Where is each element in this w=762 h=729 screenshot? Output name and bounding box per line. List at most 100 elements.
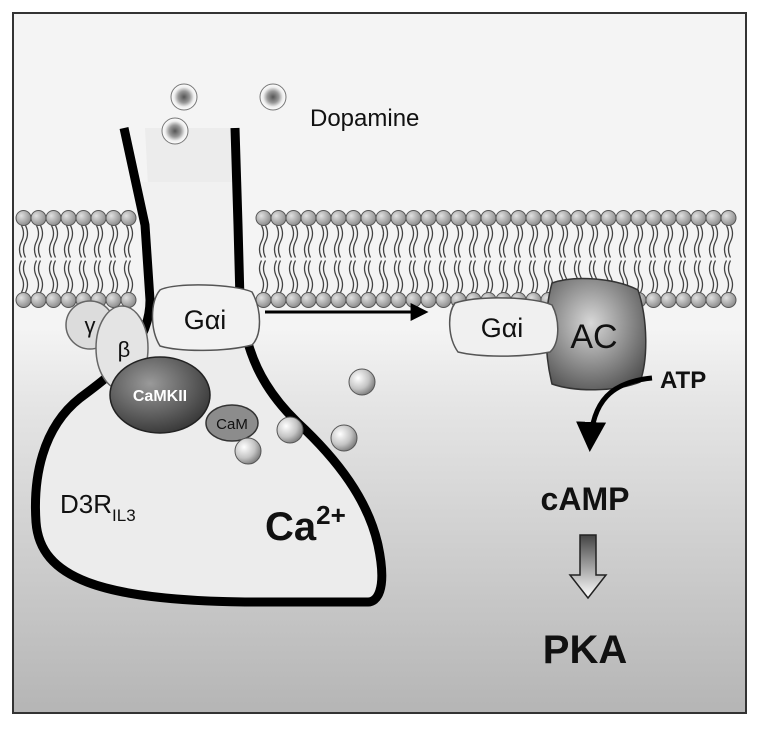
- lipid-head: [15, 210, 32, 226]
- lipid-tail: [468, 225, 479, 293]
- lipid-tail: [258, 225, 269, 293]
- lipid-head: [480, 210, 497, 226]
- lipid-head: [540, 210, 557, 226]
- lipid-head: [345, 210, 362, 226]
- g-alpha-ac: [449, 297, 559, 357]
- lipid-head: [60, 292, 77, 308]
- lipid-tail: [648, 225, 659, 293]
- lipid-tail: [498, 225, 509, 293]
- lipid-head: [675, 210, 692, 226]
- lipid-head: [690, 292, 707, 308]
- lipid-head: [405, 292, 422, 308]
- lipid-tail: [123, 225, 134, 293]
- lipid-head: [720, 210, 737, 226]
- lipid-head: [570, 210, 587, 226]
- camkii: [109, 356, 211, 434]
- lipid-tail: [348, 225, 359, 293]
- lipid-head: [405, 210, 422, 226]
- lipid-head: [105, 292, 122, 308]
- lipid-head: [720, 292, 737, 308]
- lipid-head: [510, 210, 527, 226]
- lipid-tail: [48, 225, 59, 293]
- lipid-head: [270, 292, 287, 308]
- lipid-tail: [723, 225, 734, 293]
- lipid-tail: [678, 225, 689, 293]
- lipid-head: [660, 210, 677, 226]
- dopamine-molecule: [259, 83, 287, 111]
- lipid-head: [105, 210, 122, 226]
- lipid-head: [360, 292, 377, 308]
- lipid-tail: [303, 225, 314, 293]
- lipid-head: [705, 210, 722, 226]
- g-alpha-receptor: [151, 284, 261, 352]
- cam: [205, 404, 259, 442]
- lipid-tail: [63, 225, 74, 293]
- lipid-head: [420, 292, 437, 308]
- lipid-tail: [543, 225, 554, 293]
- lipid-head: [450, 210, 467, 226]
- camkii-label: CaMKII: [133, 388, 187, 405]
- calcium-label: Ca2+: [265, 500, 346, 549]
- lipid-head: [120, 210, 137, 226]
- lipid-head: [630, 210, 647, 226]
- lipid-head: [300, 210, 317, 226]
- lipid-head: [525, 210, 542, 226]
- gamma-label: γ: [85, 313, 96, 338]
- calcium-ion: [330, 424, 358, 452]
- lipid-tail: [618, 225, 629, 293]
- lipid-head: [645, 292, 662, 308]
- lipid-head: [420, 210, 437, 226]
- lipid-tail: [693, 225, 704, 293]
- lipid-head: [330, 210, 347, 226]
- receptor-subscript: IL3: [112, 506, 136, 525]
- lipid-head: [375, 210, 392, 226]
- lipid-head: [315, 292, 332, 308]
- dopamine-molecule: [161, 117, 189, 145]
- lipid-head: [345, 292, 362, 308]
- lipid-head: [75, 210, 92, 226]
- lipid-tail: [108, 225, 119, 293]
- lipid-tail: [408, 225, 419, 293]
- lipid-head: [285, 210, 302, 226]
- lipid-head: [600, 210, 617, 226]
- lipid-head: [255, 292, 272, 308]
- lipid-head: [60, 210, 77, 226]
- receptor-label: D3RIL3: [60, 489, 136, 525]
- g-alpha-receptor-label: Gαi: [184, 305, 227, 335]
- lipid-head: [120, 292, 137, 308]
- lipid-head: [330, 292, 347, 308]
- lipid-tail: [93, 225, 104, 293]
- pka-label: PKA: [543, 628, 627, 672]
- lipid-tail: [33, 225, 44, 293]
- lipid-tail: [423, 225, 434, 293]
- lipid-head: [300, 292, 317, 308]
- lipid-tail: [438, 225, 449, 293]
- lipid-head: [30, 210, 47, 226]
- lipid-tail: [528, 225, 539, 293]
- lipid-tail: [78, 225, 89, 293]
- lipid-tail: [573, 225, 584, 293]
- camp-label: cAMP: [541, 481, 630, 517]
- lipid-tail: [288, 225, 299, 293]
- lipid-head: [660, 292, 677, 308]
- atp-label: ATP: [660, 367, 706, 394]
- lipid-tail: [558, 225, 569, 293]
- lipid-head: [390, 210, 407, 226]
- atp-conversion-arrow: [576, 375, 653, 452]
- lipid-head: [360, 210, 377, 226]
- lipid-head: [555, 210, 572, 226]
- g-alpha-ac-label: Gαi: [481, 313, 524, 343]
- lipid-tail: [333, 225, 344, 293]
- lipid-head: [585, 210, 602, 226]
- lipid-head: [495, 210, 512, 226]
- cam-label: CaM: [216, 416, 248, 433]
- lipid-head: [390, 292, 407, 308]
- lipid-head: [285, 292, 302, 308]
- lipid-head: [675, 292, 692, 308]
- lipid-tail: [18, 225, 29, 293]
- dopamine-molecule: [170, 83, 198, 111]
- calcium-ion: [234, 437, 262, 465]
- lipid-head: [705, 292, 722, 308]
- lipid-tail: [363, 225, 374, 293]
